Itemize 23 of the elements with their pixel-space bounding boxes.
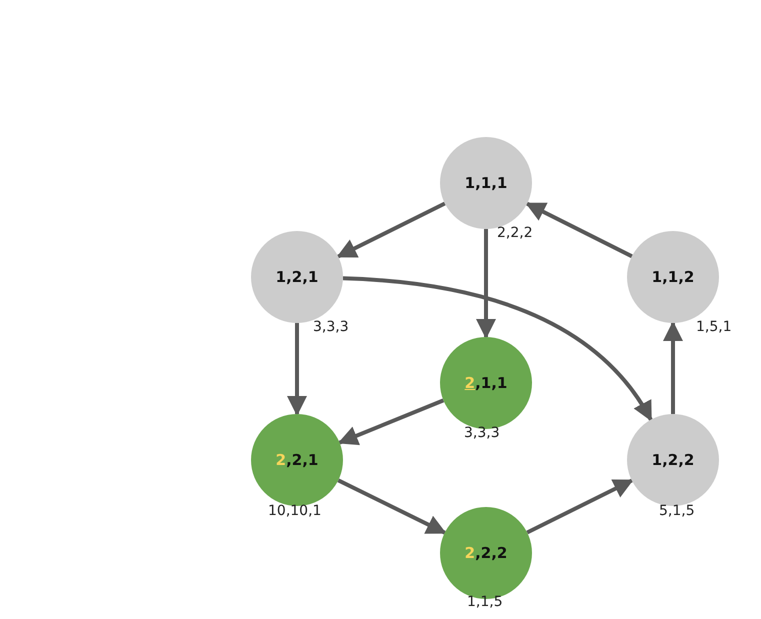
state-label: 1,1,2: [652, 268, 694, 286]
state-label: 1,2,1: [276, 268, 318, 286]
arrow: [663, 321, 683, 414]
arrow: [336, 202, 446, 258]
arrow: [287, 323, 307, 416]
cost-label: 3,3,3: [313, 319, 349, 335]
cost-label: 1,5,1: [696, 319, 732, 335]
cost-label: 2,2,2: [497, 225, 533, 241]
state-label: 2,1,1: [464, 374, 508, 392]
state-label: 2,2,1: [276, 451, 318, 469]
state-label: 2,2,2: [464, 544, 508, 562]
arrow: [526, 478, 634, 534]
cost-label: 1,1,5: [467, 594, 503, 610]
state-label: 1,1,1: [464, 174, 508, 192]
arrow: [338, 398, 444, 446]
arrow: [337, 478, 447, 534]
cost-label: 3,3,3: [464, 425, 500, 441]
state-label: 1,2,2: [652, 451, 694, 469]
arrow: [476, 229, 496, 339]
cost-label: 10,10,1: [268, 503, 322, 519]
cost-label: 5,1,5: [659, 503, 695, 519]
arrow: [525, 202, 633, 258]
arrow: [342, 276, 653, 422]
